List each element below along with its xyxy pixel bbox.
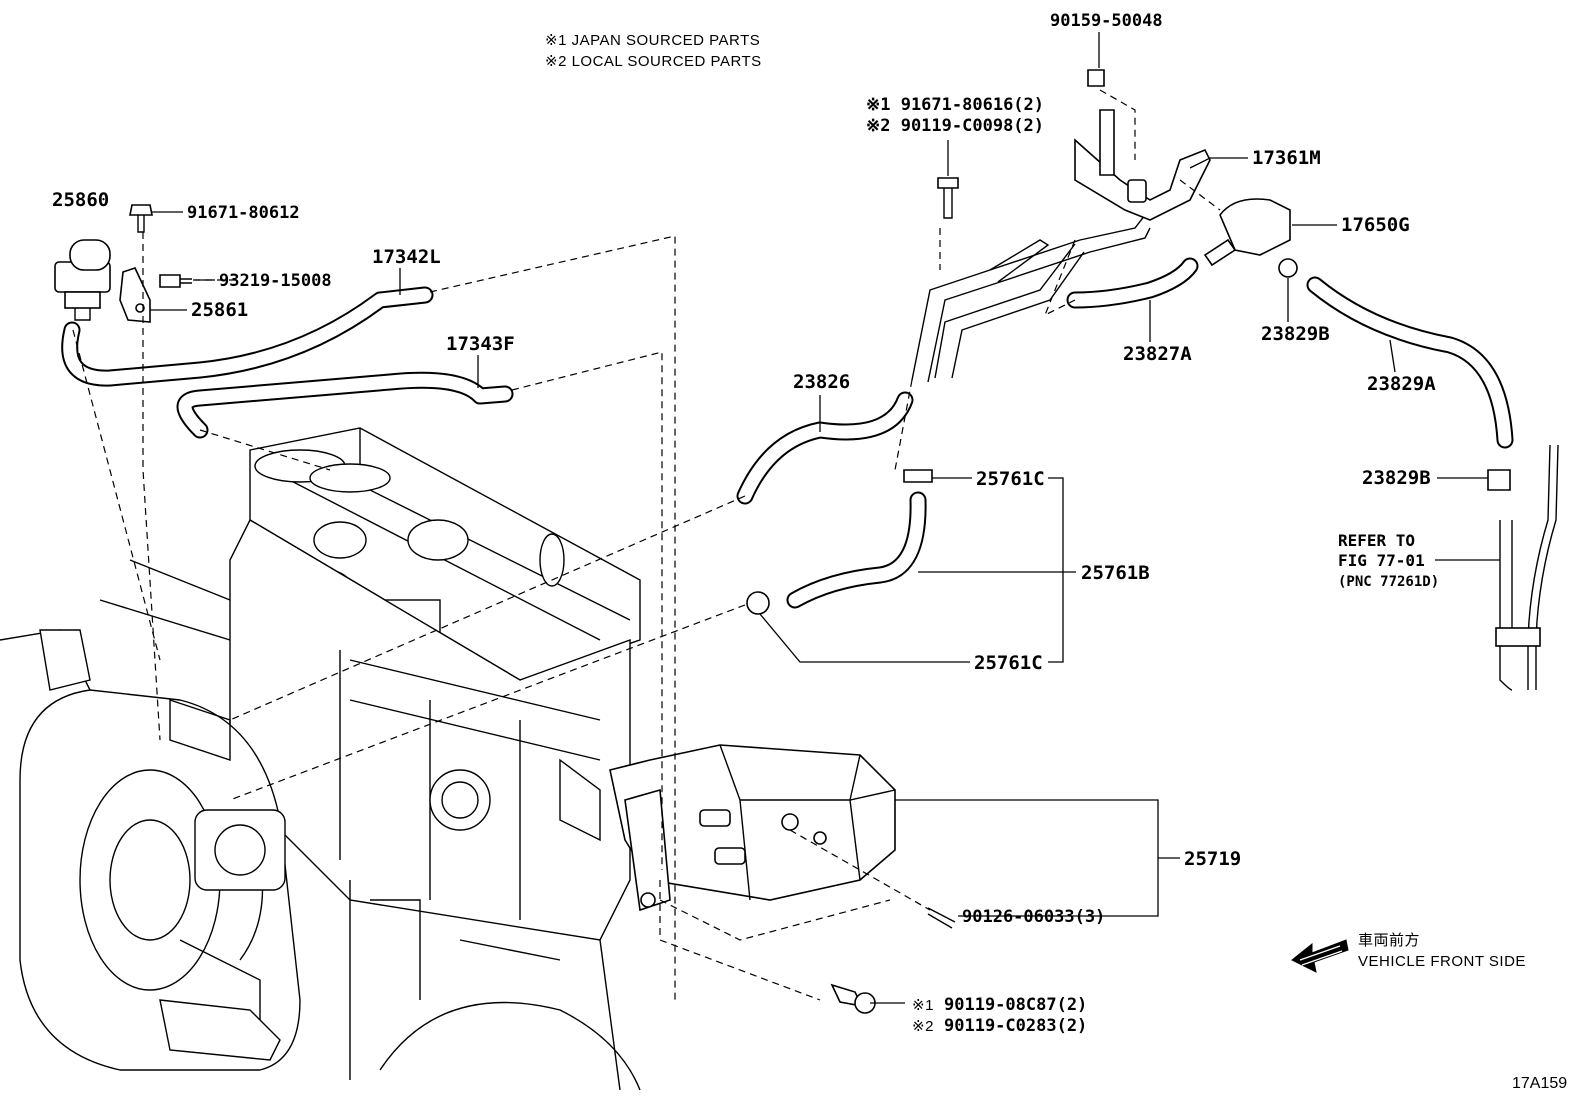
direction-japanese: 車両前方 bbox=[1358, 931, 1420, 949]
label-90159-50048: 90159-50048 bbox=[1050, 11, 1163, 31]
refer-line-1: REFER TO bbox=[1338, 531, 1415, 550]
dashed-lines bbox=[72, 89, 1221, 1001]
label-17343F: 17343F bbox=[446, 333, 515, 355]
refer-line-2: FIG 77-01 bbox=[1338, 551, 1425, 570]
label-93219-15008: 93219-15008 bbox=[219, 271, 332, 291]
label-23829A: 23829A bbox=[1367, 373, 1436, 395]
part-labels: 25860 91671-80612 93219-15008 25861 1734… bbox=[52, 11, 1436, 1036]
label-17650G: 17650G bbox=[1341, 214, 1410, 236]
charcoal-canister bbox=[609, 744, 896, 912]
label-90119-C0098: ※2 90119-C0098(2) bbox=[866, 116, 1044, 136]
label-mark1: ※1 bbox=[912, 997, 934, 1014]
figure-id: 17A159 bbox=[1512, 1075, 1567, 1092]
direction-arrow bbox=[1291, 939, 1349, 973]
refer-note: REFER TO FIG 77-01 (PNC 77261D) bbox=[1338, 531, 1439, 590]
leader-lines bbox=[150, 32, 1500, 1004]
label-25861: 25861 bbox=[191, 299, 248, 321]
label-25719: 25719 bbox=[1184, 848, 1241, 870]
small-parts bbox=[54, 69, 1511, 1014]
note-local-sourced: ※2 LOCAL SOURCED PARTS bbox=[545, 53, 762, 70]
label-90119-08C87: 90119-08C87(2) bbox=[944, 995, 1087, 1015]
direction-label: 車両前方 VEHICLE FRONT SIDE bbox=[1358, 931, 1526, 970]
label-90119-C0283: 90119-C0283(2) bbox=[944, 1016, 1087, 1036]
refer-line-3: (PNC 77261D) bbox=[1338, 574, 1439, 590]
label-91671-80616: ※1 91671-80616(2) bbox=[866, 95, 1044, 115]
label-90126-06033: 90126-06033(3) bbox=[962, 907, 1105, 927]
notes: ※1 JAPAN SOURCED PARTS ※2 LOCAL SOURCED … bbox=[545, 32, 762, 70]
label-25860: 25860 bbox=[52, 189, 109, 211]
label-23827A: 23827A bbox=[1123, 343, 1192, 365]
label-25761B: 25761B bbox=[1081, 562, 1150, 584]
label-23829B-bottom: 23829B bbox=[1362, 467, 1431, 489]
note-japan-sourced: ※1 JAPAN SOURCED PARTS bbox=[545, 32, 760, 49]
label-25761C-top: 25761C bbox=[976, 468, 1045, 490]
label-mark2: ※2 bbox=[912, 1018, 934, 1035]
label-17342L: 17342L bbox=[372, 246, 441, 268]
label-23829B-top: 23829B bbox=[1261, 323, 1330, 345]
label-23826: 23826 bbox=[793, 371, 850, 393]
label-25761C-bottom: 25761C bbox=[974, 652, 1043, 674]
label-91671-80612: 91671-80612 bbox=[187, 203, 300, 223]
direction-english: VEHICLE FRONT SIDE bbox=[1358, 953, 1526, 970]
hoses bbox=[61, 214, 1559, 691]
label-17361M: 17361M bbox=[1252, 147, 1321, 169]
engine-block bbox=[0, 427, 641, 1091]
